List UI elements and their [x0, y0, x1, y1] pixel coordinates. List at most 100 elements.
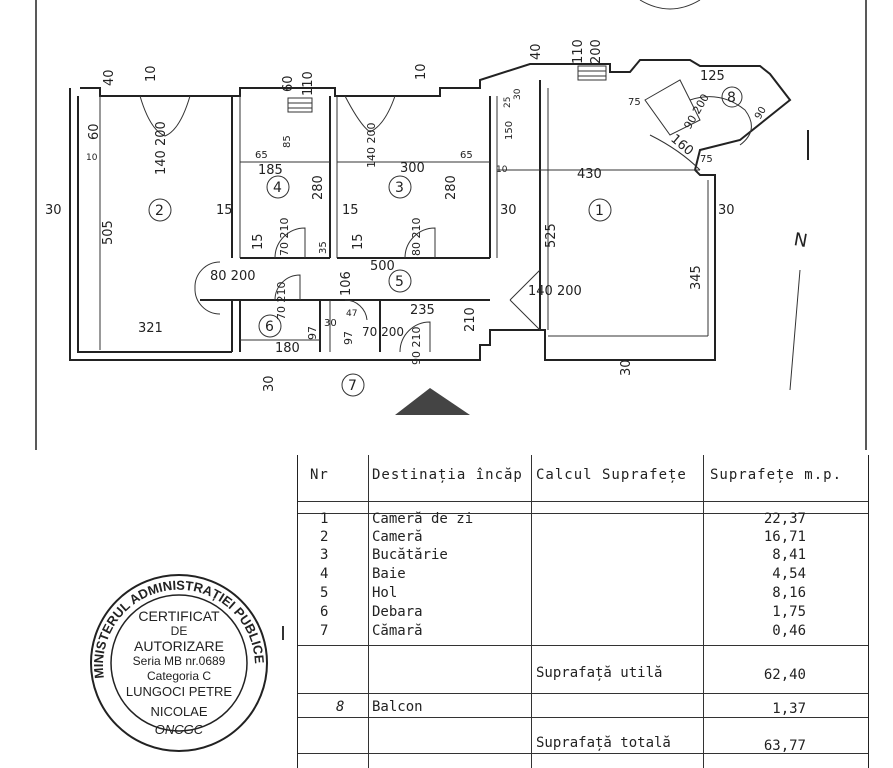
dim: 85	[282, 135, 293, 148]
row-4-nr: 4	[320, 566, 329, 582]
room-2-marker	[148, 198, 172, 222]
total-label: Suprafață totală	[536, 735, 671, 751]
dim: 235	[410, 303, 435, 318]
dim: 140 200	[528, 284, 582, 299]
row-7-nr: 7	[320, 623, 329, 639]
dim: 210	[463, 307, 478, 332]
dim: 65	[255, 150, 268, 161]
dim: 140 200	[154, 121, 169, 175]
row-2-area: 16,71	[763, 529, 806, 545]
dim: 500	[370, 259, 395, 274]
room-5-label: 5	[395, 274, 404, 290]
room-3-marker	[388, 175, 412, 199]
dim: 30	[619, 359, 634, 376]
room-8-label: 8	[727, 90, 736, 106]
header-calcul: Calcul Suprafețe	[536, 467, 687, 483]
dim: 97	[342, 331, 355, 345]
dim: 125	[700, 69, 725, 84]
stamp-line-1: CERTIFICAT	[138, 608, 220, 624]
dim: 80 200	[210, 269, 256, 284]
dim: 505	[101, 220, 116, 245]
room-8-marker	[721, 86, 743, 108]
interior-walls	[200, 80, 709, 352]
exterior-walls	[69, 59, 792, 361]
dim: 30	[718, 203, 735, 218]
dim: 15	[342, 203, 359, 218]
row-1-name: Cameră de zi	[372, 511, 474, 527]
dim: 35	[318, 241, 329, 254]
authorization-stamp: MINISTERUL ADMINISTRAȚIEI PUBLICE CERTIF…	[84, 568, 274, 758]
row-2-name: Cameră	[372, 529, 423, 545]
row-8-nr: 8	[336, 699, 345, 715]
dim: 10	[144, 65, 159, 82]
dim: 10	[496, 165, 508, 175]
stamp-line-3: AUTORIZARE	[134, 638, 224, 654]
dim: 321	[138, 321, 163, 336]
stamp-line-7: NICOLAE	[150, 704, 208, 719]
dim: 106	[339, 271, 354, 296]
dim: 30	[262, 375, 277, 392]
dim: 30	[45, 203, 62, 218]
dim: 180	[275, 341, 300, 356]
header-suprafete: Suprafețe m.p.	[710, 467, 843, 483]
dim: 70 200	[362, 325, 404, 339]
stamp-line-2: DE	[170, 624, 188, 638]
row-7-area: 0,46	[772, 623, 806, 639]
dim: 25	[503, 97, 513, 108]
dim: 30	[500, 203, 517, 218]
dim: 280	[444, 175, 459, 200]
rooms-area-table: Nr Destinația încăp Calcul Suprafețe Sup…	[297, 455, 869, 768]
room-5-marker	[388, 269, 412, 293]
dim: 185	[258, 163, 283, 178]
row-3-nr: 3	[320, 547, 329, 563]
stamp-line-4: Seria MB nr.0689	[132, 654, 226, 668]
dim: 525	[544, 223, 559, 248]
north-label: N	[792, 229, 809, 252]
row-6-name: Debara	[372, 604, 423, 620]
dim: 345	[689, 265, 704, 290]
dim: 47	[346, 309, 357, 319]
row-5-area: 8,16	[772, 585, 806, 601]
row-2-nr: 2	[320, 529, 329, 545]
room-1-label: 1	[595, 203, 604, 219]
row-7-name: Cămară	[372, 623, 423, 639]
dim: 80 210	[410, 218, 423, 257]
dimension-labels: 40 10 60 110 10 40 110 200 125 60 10 65 …	[45, 39, 809, 392]
subtotal-value: 62,40	[763, 667, 806, 683]
row-3-name: Bucătărie	[372, 547, 448, 563]
dim: 75	[628, 97, 641, 108]
stamp-ring: MINISTERUL ADMINISTRAȚIEI PUBLICE	[90, 574, 268, 752]
dim: 15	[251, 233, 266, 250]
dim: 70 210	[278, 218, 291, 257]
dim: 40	[529, 43, 544, 60]
dim: 65	[460, 150, 473, 161]
dim: 30	[324, 318, 337, 329]
room-4-marker	[266, 175, 290, 199]
dim: 110	[301, 71, 316, 96]
dim: 15	[216, 203, 233, 218]
doors	[139, 65, 752, 353]
row-5-name: Hol	[372, 585, 398, 601]
floor-plan-drawing: 2 4 3 1 5 6 7 8 40 10 60 110 10 40 110 2…	[35, 0, 867, 450]
dim: 75	[700, 154, 713, 165]
dim: 90 210	[410, 327, 423, 366]
dim: 90 200	[681, 92, 712, 132]
dim: 150	[504, 121, 515, 140]
dim: 300	[400, 161, 425, 176]
row-3-area: 8,41	[772, 547, 806, 563]
row-6-area: 1,75	[772, 604, 806, 620]
dim: 140 200	[365, 123, 378, 169]
stamp-line-6: LUNGOCI PETRE	[125, 684, 233, 699]
dim: 60	[281, 75, 296, 92]
dim: 110	[571, 39, 586, 64]
dim: 10	[86, 153, 98, 163]
room-4-label: 4	[273, 180, 282, 196]
room-2-label: 2	[155, 203, 164, 219]
dim: 70 210	[275, 282, 288, 321]
row-8-name: Balcon	[372, 699, 423, 715]
dim: 30	[513, 88, 523, 100]
header-nr: Nr	[310, 467, 329, 483]
room-7-label: 7	[348, 378, 357, 394]
dim: 15	[351, 233, 366, 250]
